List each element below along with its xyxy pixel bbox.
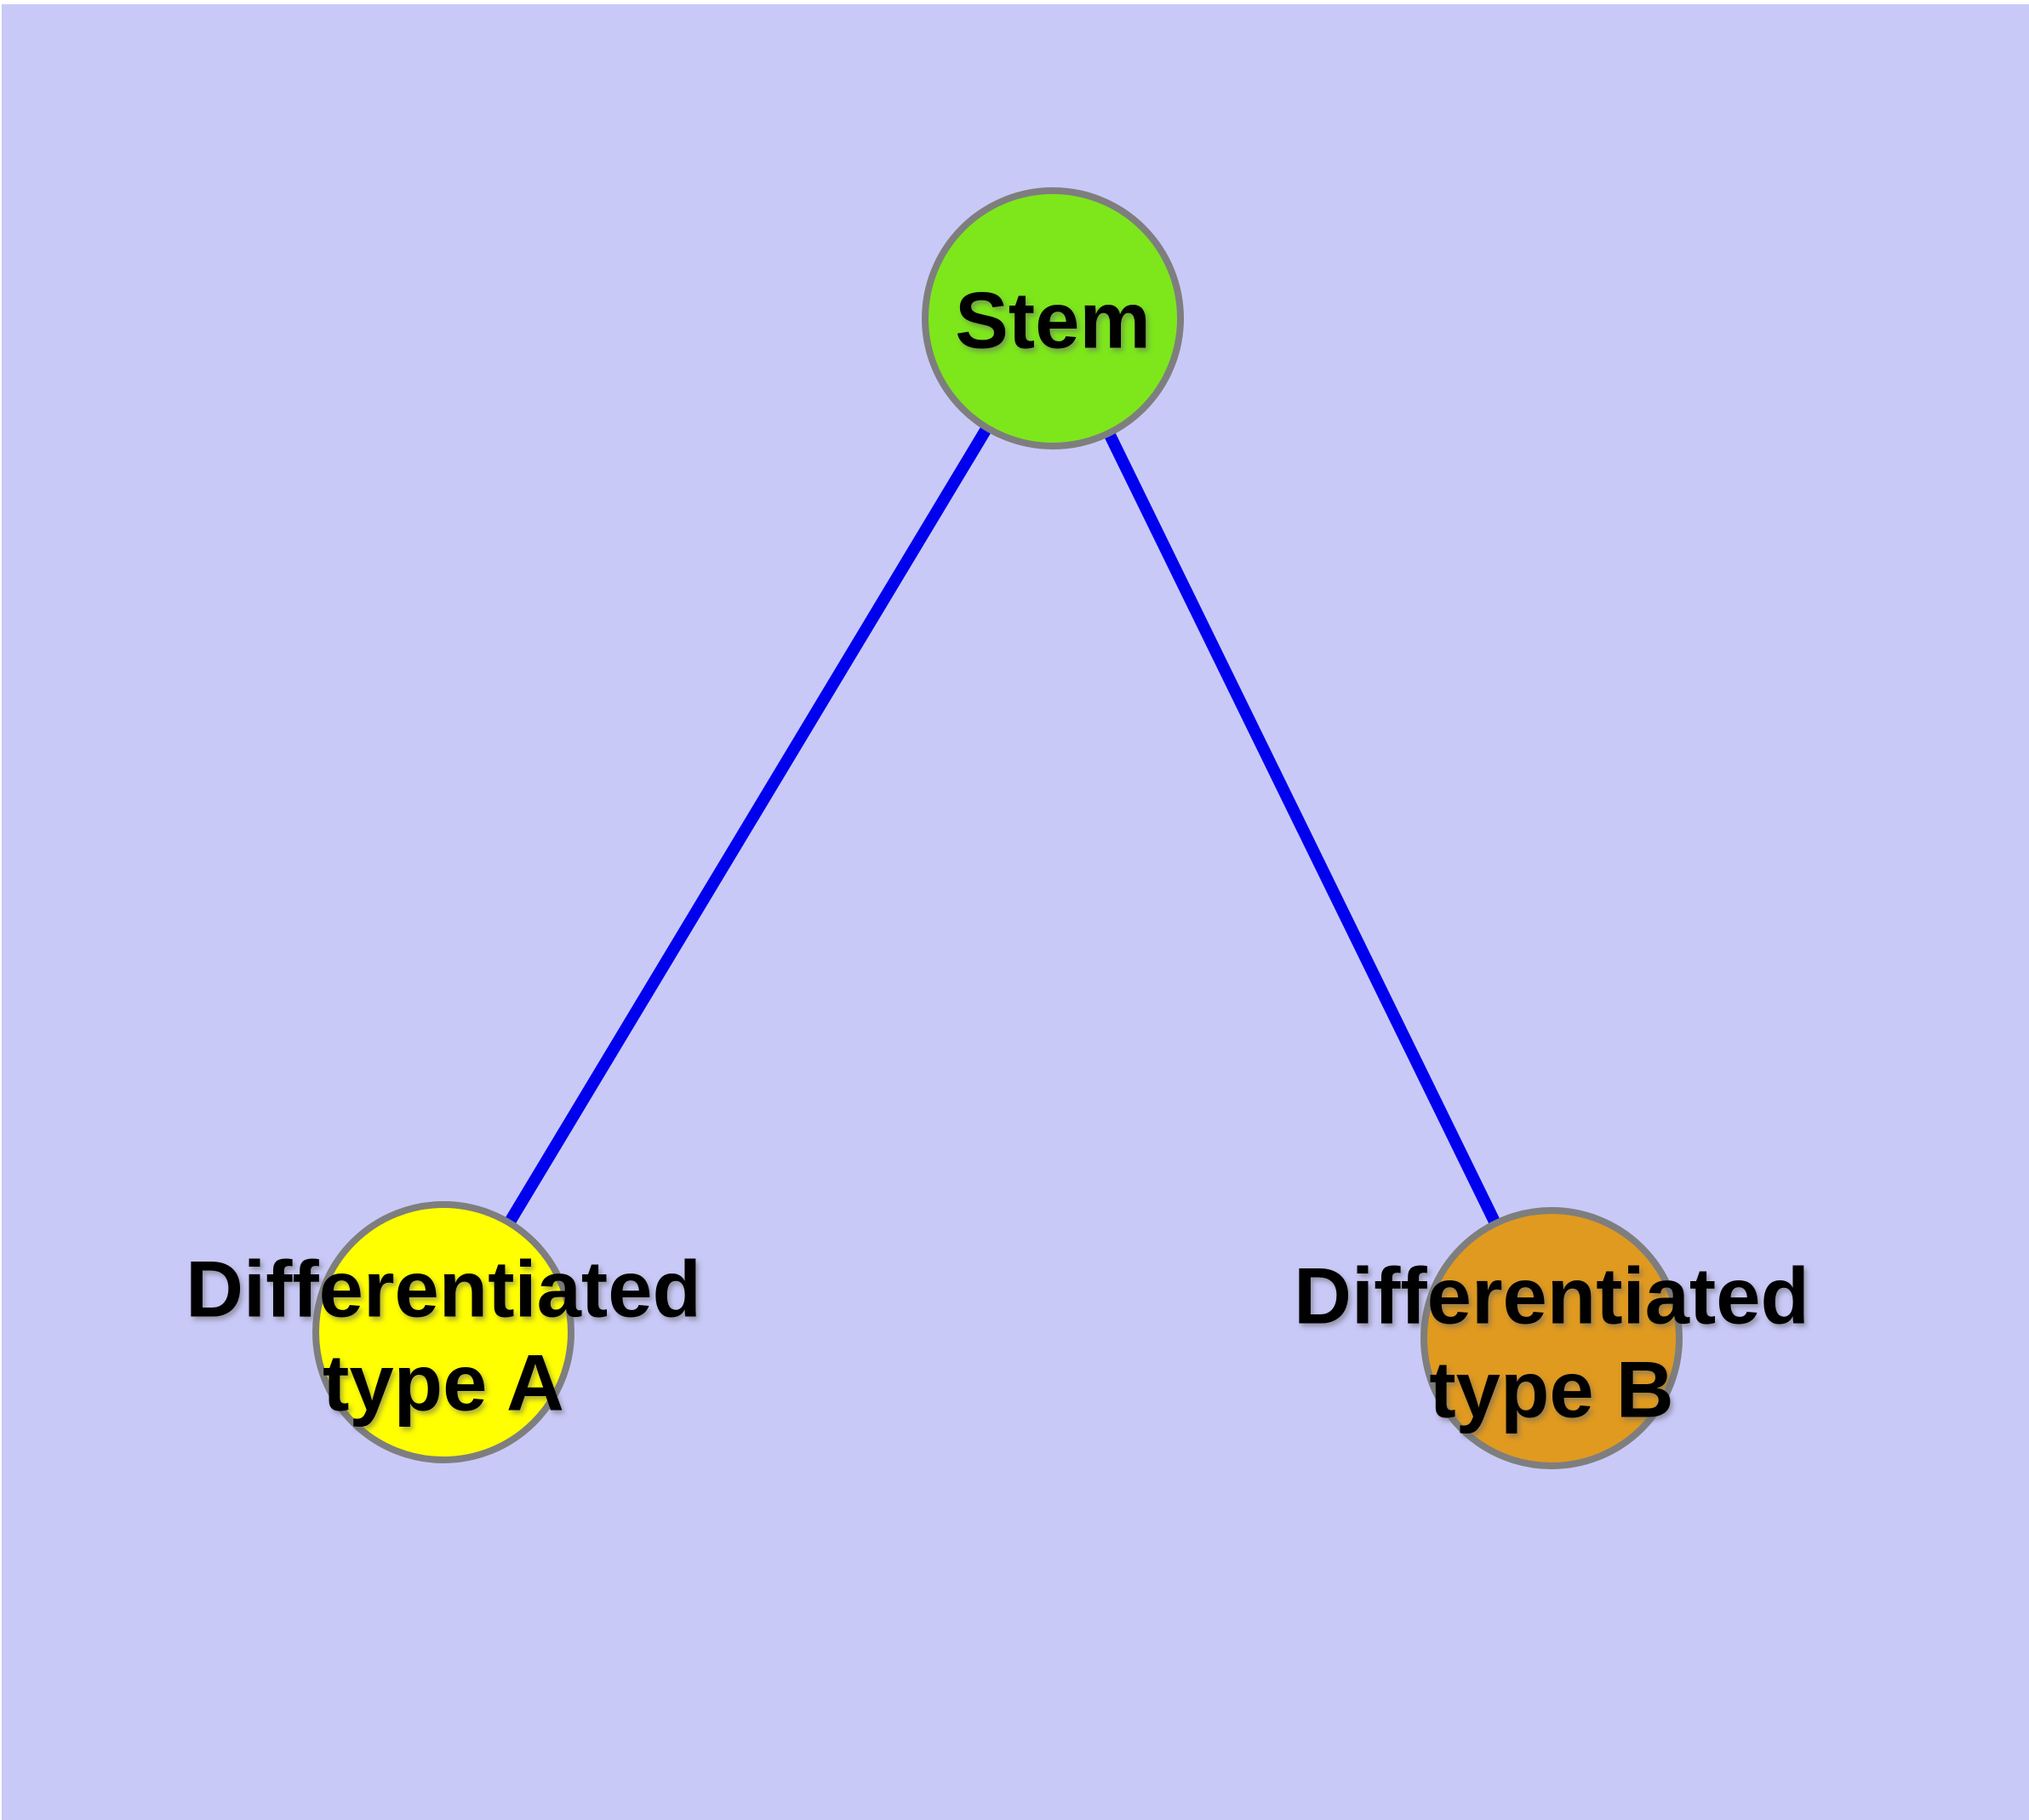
node-stem: Stem	[922, 187, 1184, 449]
node-differentiated-type-a: Differentiated type A	[186, 1201, 701, 1463]
node-differentiated-type-b: Differentiated type B	[1294, 1207, 1809, 1469]
node-stem-circle	[922, 187, 1184, 449]
edge-stem-to-differentiated-type-a	[438, 315, 1058, 1336]
edge-group	[438, 315, 1557, 1342]
node-differentiated-type-b-label-line2: type B	[1429, 1345, 1673, 1434]
node-differentiated-type-b-label-line1: Differentiated	[1294, 1251, 1809, 1341]
node-differentiated-type-b-circle	[1420, 1207, 1683, 1469]
node-differentiated-type-a-label-line1: Differentiated	[186, 1245, 701, 1334]
node-stem-label: Stem	[955, 276, 1151, 365]
node-differentiated-type-a-circle	[312, 1201, 574, 1463]
node-differentiated-type-a-label-line2: type A	[323, 1338, 564, 1428]
edge-stem-to-differentiated-type-b	[1047, 315, 1557, 1342]
